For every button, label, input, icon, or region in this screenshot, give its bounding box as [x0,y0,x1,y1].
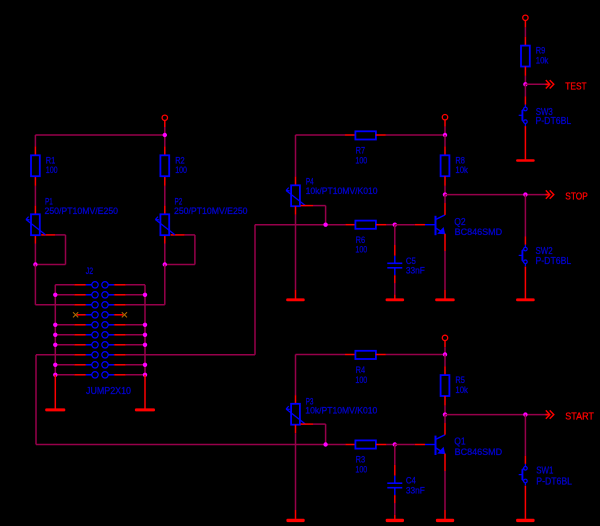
svg-text:P4: P4 [306,177,314,187]
svg-text:10k/PT10MV/K010: 10k/PT10MV/K010 [306,186,378,196]
svg-text:100: 100 [355,155,367,165]
svg-text:R2: R2 [175,155,185,165]
svg-text:100: 100 [355,245,367,255]
svg-text:100: 100 [355,375,367,385]
svg-text:250/PT10MV/E250: 250/PT10MV/E250 [45,206,119,216]
svg-text:P-DT6BL: P-DT6BL [536,476,572,487]
svg-text:JUMP2X10: JUMP2X10 [86,386,131,397]
svg-text:P1: P1 [45,196,53,206]
svg-text:33nF: 33nF [406,266,425,276]
svg-text:STOP: STOP [565,192,588,203]
svg-text:R5: R5 [455,375,465,385]
svg-text:33nF: 33nF [406,485,425,495]
svg-text:Q1: Q1 [454,437,466,448]
svg-text:100: 100 [175,165,187,175]
svg-text:P3: P3 [306,396,314,406]
svg-text:R9: R9 [536,46,546,56]
svg-text:10k/PT10MV/K010: 10k/PT10MV/K010 [305,405,377,415]
svg-text:10k: 10k [536,56,549,66]
svg-text:R4: R4 [356,365,366,375]
svg-text:R1: R1 [46,155,56,165]
svg-text:SW2: SW2 [536,246,553,257]
svg-text:SW1: SW1 [536,466,553,477]
svg-text:C4: C4 [406,476,416,486]
svg-text:TEST: TEST [565,81,586,92]
svg-text:SW3: SW3 [536,107,553,118]
svg-text:100: 100 [46,165,58,175]
svg-text:START: START [565,412,594,423]
svg-text:10k: 10k [455,165,468,175]
svg-text:R7: R7 [356,146,366,156]
svg-text:Q2: Q2 [454,217,466,228]
svg-text:R8: R8 [455,155,465,165]
svg-text:R6: R6 [356,235,366,245]
svg-text:P-DT6BL: P-DT6BL [536,256,572,267]
svg-text:BC846SMD: BC846SMD [455,447,503,457]
svg-text:P-DT6BL: P-DT6BL [536,116,572,127]
svg-text:100: 100 [355,465,367,475]
svg-text:R3: R3 [356,455,366,465]
svg-text:10k: 10k [455,385,468,395]
svg-text:C5: C5 [406,256,416,266]
svg-text:P2: P2 [175,196,183,206]
svg-text:J2: J2 [86,266,93,276]
svg-text:250/PT10MV/E250: 250/PT10MV/E250 [174,206,248,216]
svg-text:BC846SMD: BC846SMD [455,227,503,237]
